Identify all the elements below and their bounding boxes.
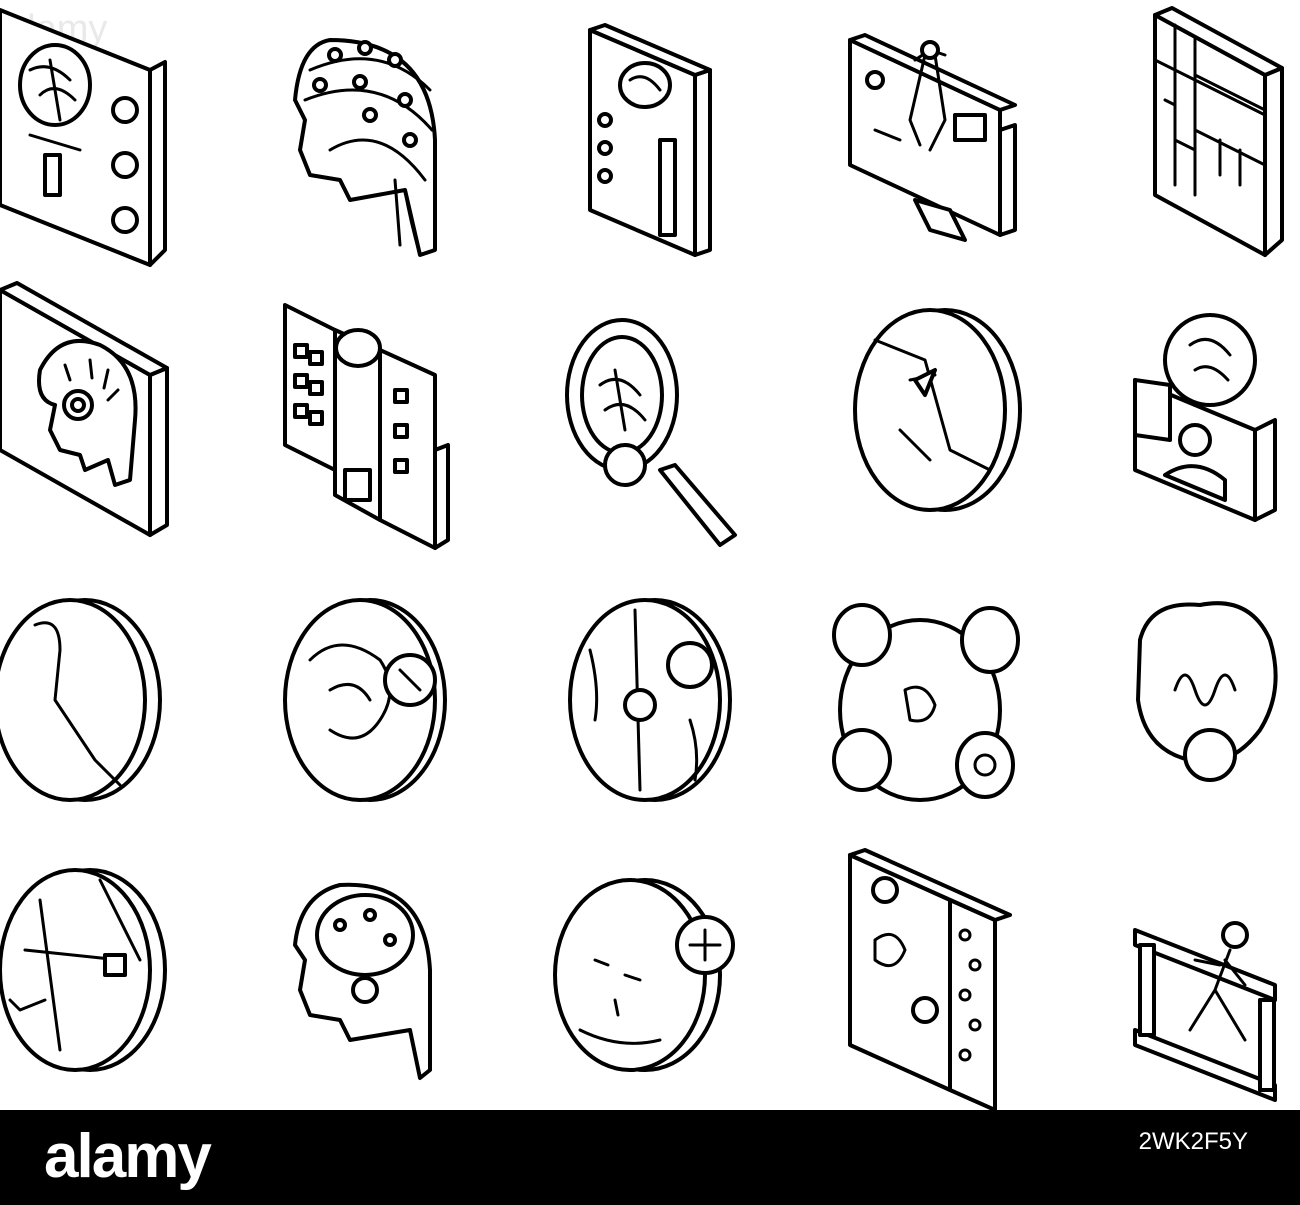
eeg-head-electrodes-icon: [293, 38, 437, 257]
brain-network-nodes-icon: [832, 603, 1020, 802]
brain-scan-panel-icon: [0, 8, 167, 267]
brain-magnifier-icon: [565, 318, 737, 547]
icon-set: [0, 6, 1284, 1110]
treadmill-runner-icon: [1133, 921, 1277, 1102]
head-neural-brain-icon: [293, 882, 432, 1080]
brain-wave-icon: [1136, 601, 1278, 782]
alamy-logo: alamy: [44, 1122, 212, 1191]
spinal-cord-circle-icon: [568, 598, 732, 802]
patient-report-pills-icon: [848, 848, 1012, 1110]
footer-bar: [0, 1110, 1300, 1205]
head-brain-profile-icon: [0, 281, 169, 537]
image-id: 2WK2F5Y: [1138, 1128, 1248, 1155]
hand-spine-circle-icon: [0, 868, 167, 1072]
hospital-building-brain-icon: [283, 303, 450, 550]
head-silhouette-circle-icon: [0, 598, 162, 802]
brain-region-grid-icon: [1153, 6, 1284, 257]
brain-cross-section-icon: [283, 598, 447, 802]
video-consultation-brain-icon: [1133, 313, 1277, 522]
computer-monitor-neuron-icon: [848, 33, 1017, 242]
brain-report-document-icon: [588, 23, 712, 257]
neuron-cell-circle-icon: [853, 308, 1022, 512]
face-medical-cross-icon: [553, 878, 735, 1072]
